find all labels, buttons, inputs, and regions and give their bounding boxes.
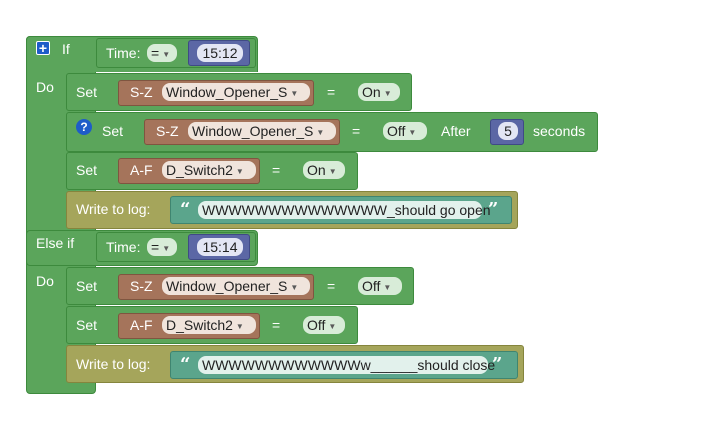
set-label: Set — [102, 123, 124, 139]
log-text-field[interactable]: WWWWWWWWWWWWWW_should go open — [198, 201, 491, 219]
device-dropdown[interactable]: Window_Opener_S▼ — [162, 83, 310, 101]
else-if-label: Else if — [36, 235, 75, 251]
dropdown-arrow-icon: ▼ — [328, 322, 337, 331]
state-dropdown[interactable]: Off▼ — [358, 277, 402, 295]
close-quote-icon: ” — [492, 354, 503, 375]
close-quote-icon: ” — [488, 199, 499, 220]
seconds-label: seconds — [533, 123, 586, 139]
equals-label: = — [272, 317, 281, 333]
device-group-label: A-F — [130, 317, 153, 333]
set-label: Set — [76, 317, 98, 333]
operator-dropdown[interactable]: =▼ — [147, 44, 177, 62]
operator-dropdown[interactable]: =▼ — [147, 238, 177, 256]
device-group-label: S-Z — [130, 84, 153, 100]
seconds-value-field[interactable]: 5 — [498, 122, 518, 140]
equals-label: = — [352, 123, 361, 139]
device-dropdown[interactable]: Window_Opener_S▼ — [162, 277, 310, 295]
device-dropdown[interactable]: Window_Opener_S▼ — [188, 122, 336, 140]
set-label: Set — [76, 84, 98, 100]
do-label: Do — [36, 79, 54, 95]
equals-label: = — [327, 278, 336, 294]
open-quote-icon: “ — [180, 199, 191, 220]
dropdown-arrow-icon: ▼ — [162, 50, 171, 59]
dropdown-arrow-icon: ▼ — [235, 322, 244, 331]
after-label: After — [441, 123, 471, 139]
write-to-log-label: Write to log: — [76, 356, 151, 372]
write-to-log-label: Write to log: — [76, 201, 151, 217]
device-group-label: A-F — [130, 162, 153, 178]
time-value-field[interactable]: 15:14 — [197, 238, 243, 256]
state-dropdown[interactable]: On▼ — [303, 161, 345, 179]
dropdown-arrow-icon: ▼ — [290, 283, 299, 292]
log-text-field[interactable]: WWWWWWWWWWWWw______should close — [198, 356, 495, 374]
plus-icon[interactable]: + — [36, 41, 50, 55]
device-group-label: S-Z — [156, 123, 179, 139]
state-dropdown[interactable]: On▼ — [358, 83, 400, 101]
do-label: Do — [36, 273, 54, 289]
equals-label: = — [327, 84, 336, 100]
dropdown-arrow-icon: ▼ — [316, 128, 325, 137]
state-dropdown[interactable]: Off▼ — [383, 122, 427, 140]
set-label: Set — [76, 278, 98, 294]
open-quote-icon: “ — [180, 354, 191, 375]
dropdown-arrow-icon: ▼ — [408, 128, 417, 137]
state-dropdown[interactable]: Off▼ — [303, 316, 345, 334]
dropdown-arrow-icon: ▼ — [383, 283, 392, 292]
equals-label: = — [272, 162, 281, 178]
device-group-label: S-Z — [130, 278, 153, 294]
if-label: If — [62, 41, 70, 57]
dropdown-arrow-icon: ▼ — [290, 89, 299, 98]
dropdown-arrow-icon: ▼ — [383, 89, 392, 98]
dropdown-arrow-icon: ▼ — [162, 244, 171, 253]
device-dropdown[interactable]: D_Switch2▼ — [162, 316, 256, 334]
dropdown-arrow-icon: ▼ — [235, 167, 244, 176]
device-dropdown[interactable]: D_Switch2▼ — [162, 161, 256, 179]
time-label: Time: — [106, 45, 141, 61]
set-label: Set — [76, 162, 98, 178]
dropdown-arrow-icon: ▼ — [328, 167, 337, 176]
time-label: Time: — [106, 239, 141, 255]
time-value-field[interactable]: 15:12 — [197, 44, 243, 62]
question-icon[interactable]: ? — [76, 119, 92, 135]
